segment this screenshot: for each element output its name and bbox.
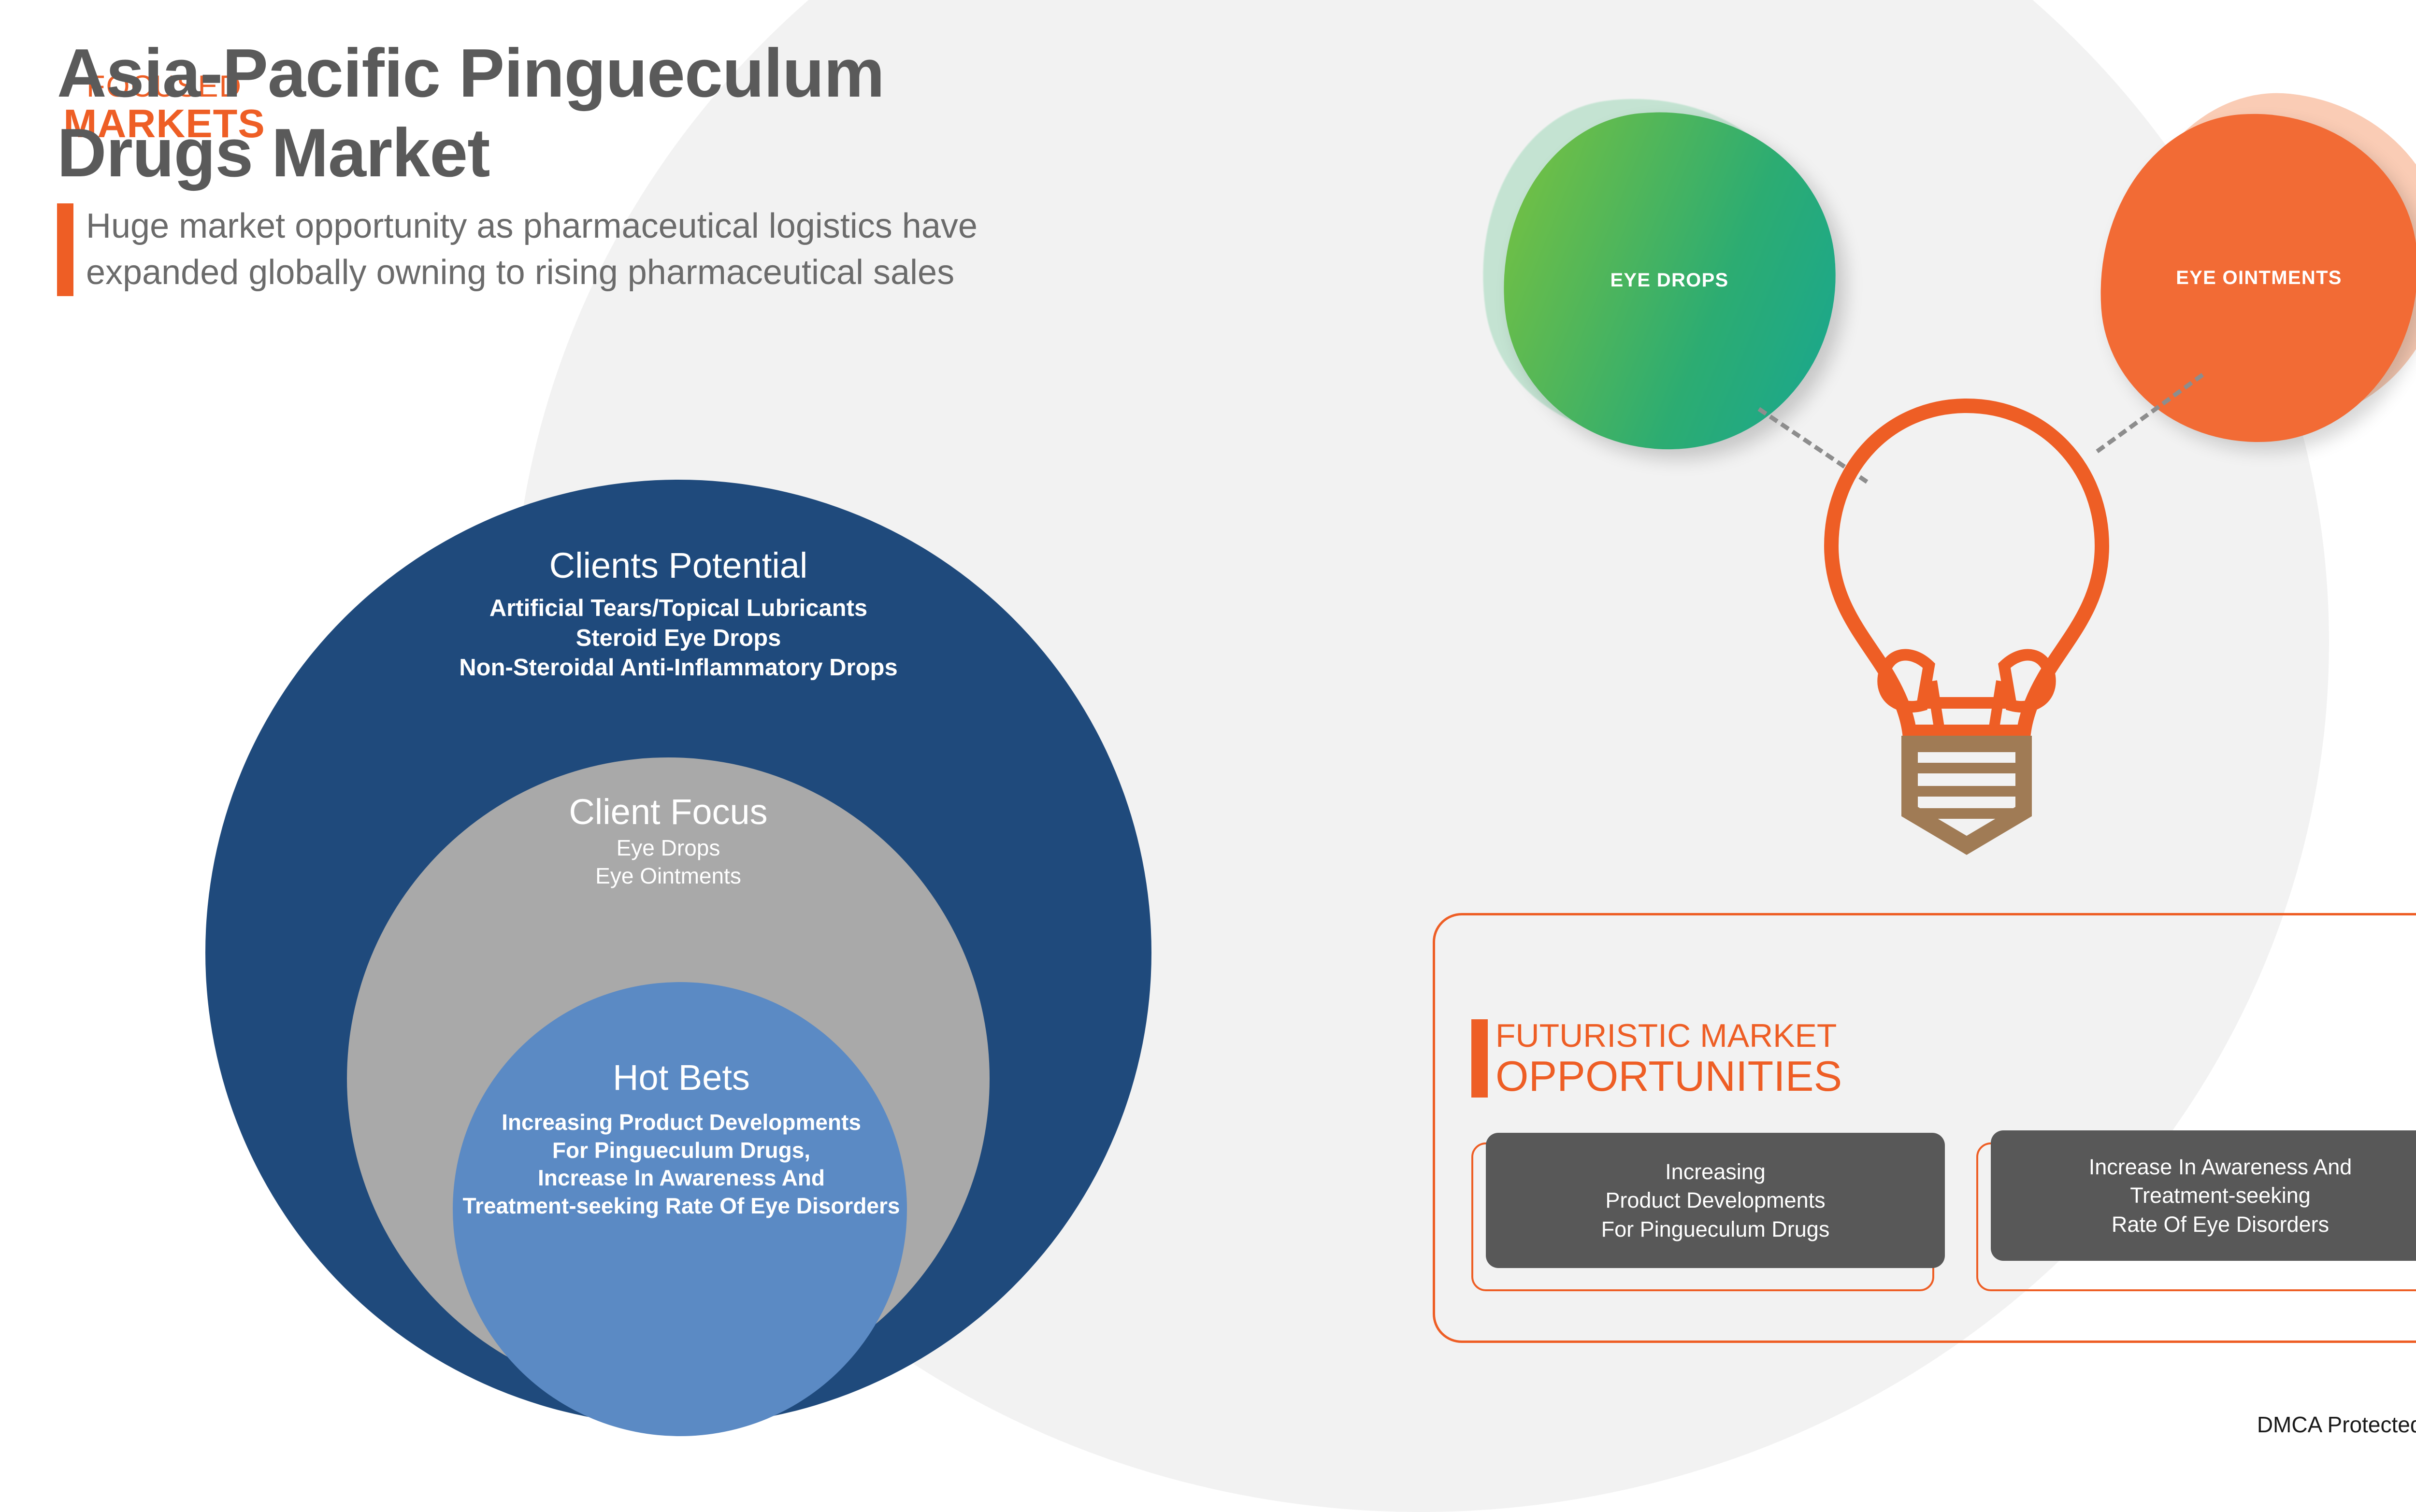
hot-bets-item-1: Increasing Product Developments [502,1110,861,1135]
client-focus-items: Eye Drops Eye Ointments [347,834,990,890]
label-hot-bets: Hot Bets Increasing Product Developments… [367,1058,995,1220]
eye-drops-label: EYE DROPS [1610,269,1729,291]
opportunities-title-line-2: OPPORTUNITIES [1496,1052,1842,1100]
hot-bets-item-3: Increase In Awareness And [537,1165,825,1191]
label-clients-potential: Clients Potential Artificial Tears/Topic… [205,546,1151,683]
futuristic-opportunities-titles: FUTURISTIC MARKET OPPORTUNITIES [1496,1019,1842,1098]
accent-bar-icon-2 [1471,1019,1488,1098]
eye-drops-blob: EYE DROPS [1486,94,1853,466]
page-title: Asia-Pacific Pingueculum Drugs Market [57,34,1217,193]
hot-bets-item-2: For Pingueculum Drugs, [552,1137,811,1163]
label-client-focus: Client Focus Eye Drops Eye Ointments [347,792,990,890]
opportunity-card-1-line-3: For Pingueculum Drugs [1601,1216,1830,1241]
opportunity-card-2-body: Increase In Awareness And Treatment-seek… [1991,1130,2416,1261]
copyright-notice: DMCA Protected © DataBridge [2257,1412,2416,1437]
opportunity-card-2-line-2: Treatment-seeking [2130,1183,2311,1208]
eye-ointments-blob: EYE OINTMENTS [2088,102,2416,453]
header-block: Asia-Pacific Pingueculum Drugs Market Hu… [57,34,1217,296]
eye-ointments-label: EYE OINTMENTS [2176,267,2342,288]
hot-bets-items: Increasing Product Developments For Ping… [367,1109,995,1220]
clients-potential-item-3: Non-Steroidal Anti-Inflammatory Drops [459,654,898,681]
client-focus-item-1: Eye Drops [616,835,720,861]
futuristic-opportunities-heading: FUTURISTIC MARKET OPPORTUNITIES [1471,1019,1842,1098]
clients-potential-item-2: Steroid Eye Drops [575,625,781,651]
clients-potential-items: Artificial Tears/Topical Lubricants Ster… [205,594,1151,683]
circle-hot-bets [453,982,907,1436]
accent-bar-icon [57,203,73,296]
opportunity-card-1-line-1: Increasing [1665,1159,1766,1184]
page-title-line-1: Asia-Pacific Pingueculum [57,35,885,112]
clients-potential-item-1: Artificial Tears/Topical Lubricants [489,595,868,622]
hot-bets-item-4: Treatment-seeking Rate Of Eye Disorders [462,1193,900,1218]
opportunity-card-2-line-1: Increase In Awareness And [2088,1154,2352,1179]
opportunity-card-1-body: Increasing Product Developments For Ping… [1486,1133,1945,1268]
opportunity-card-2-line-3: Rate Of Eye Disorders [2111,1212,2330,1237]
client-focus-item-2: Eye Ointments [595,863,741,888]
page-title-line-2: Drugs Market [57,114,490,191]
clients-potential-title: Clients Potential [549,545,808,585]
futuristic-opportunities-panel [1433,913,2416,1343]
opportunity-card-1-line-2: Product Developments [1605,1188,1826,1213]
hot-bets-title: Hot Bets [613,1057,750,1098]
opportunities-title-line-1: FUTURISTIC MARKET [1496,1017,1837,1054]
infographic-canvas: Asia-Pacific Pingueculum Drugs Market Hu… [57,0,2416,1512]
lightbulb-icon [1824,398,2110,855]
page-subtitle: Huge market opportunity as pharmaceutica… [86,207,978,292]
subtitle-row: Huge market opportunity as pharmaceutica… [57,203,1217,296]
client-focus-title: Client Focus [569,792,768,832]
